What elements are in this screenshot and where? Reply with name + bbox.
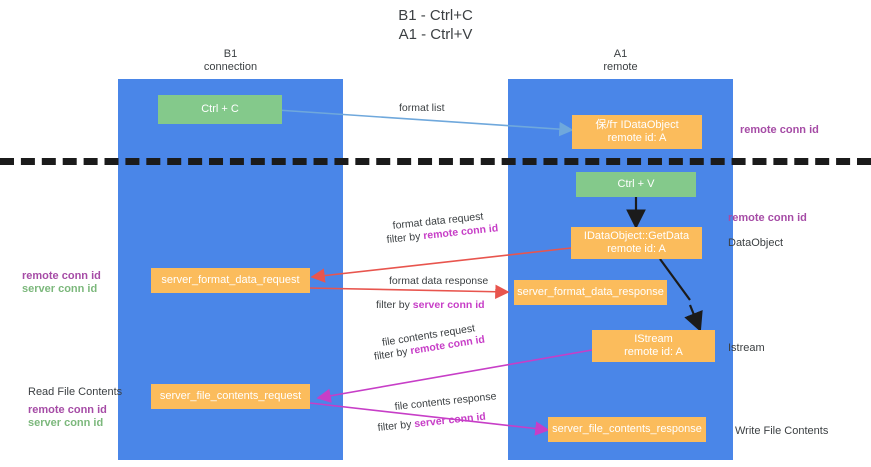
side-label-left-server-conn-id: server conn id [22, 283, 98, 295]
node-getdata-line2: remote id: A [607, 243, 666, 255]
node-ctrl-v[interactable]: Ctrl + V [576, 172, 696, 197]
node-server-file-contents-response[interactable]: server_file_contents_response [548, 417, 706, 442]
node-idataobject-line2: remote id: A [607, 132, 667, 144]
node-istream-line1: IStream [634, 333, 673, 345]
side-label-read-file-contents: Read File Contents [28, 386, 123, 398]
node-idataobject[interactable]: 保/fт IDataObject remote id: A [572, 115, 702, 149]
side-label-istream: Istream [728, 342, 765, 354]
column-header-b1-name: B1 [223, 48, 238, 60]
side-label-write-file-contents: Write File Contents [735, 425, 829, 437]
node-ctrl-c-label: Ctrl + C [201, 103, 239, 115]
phase-divider [0, 158, 871, 165]
column-header-b1: B1 connection [118, 48, 343, 74]
filter-key-server-conn-id-1: server conn id [412, 299, 485, 311]
edge-label-format-data-response-filter: filter by server conn id [376, 298, 485, 312]
filter-prefix-2: filter by [376, 299, 413, 311]
column-header-a1-sub: remote [603, 61, 638, 73]
node-istream[interactable]: IStream remote id: A [592, 330, 715, 362]
node-idataobject-getdata[interactable]: IDataObject::GetData remote id: A [571, 227, 702, 259]
filter-key-server-conn-id-2: server conn id [413, 410, 487, 431]
side-label-remote-conn-id-mid: remote conn id [728, 212, 807, 224]
edge-label-format-list: format list [399, 102, 445, 114]
side-label-left-server-conn-id-2: server conn id [28, 417, 104, 429]
node-idataobject-line1: 保/fт IDataObject [595, 119, 679, 131]
node-server-file-contents-request[interactable]: server_file_contents_request [151, 384, 310, 409]
side-label-left-remote-conn-id: remote conn id [22, 270, 101, 282]
title-line-1: B1 - Ctrl+C [398, 7, 473, 24]
node-server-format-data-response-label: server_format_data_response [517, 286, 664, 298]
side-label-remote-conn-id-top: remote conn id [740, 124, 819, 136]
filter-prefix-1: filter by [386, 230, 424, 246]
node-ctrl-c[interactable]: Ctrl + C [158, 95, 282, 124]
node-istream-line2: remote id: A [624, 346, 683, 358]
side-label-dataobject: DataObject [728, 237, 784, 249]
node-ctrl-v-label: Ctrl + V [617, 178, 655, 190]
node-server-format-data-request[interactable]: server_format_data_request [151, 268, 310, 293]
edge-label-file-contents-response-filter: filter by server conn id [377, 410, 486, 435]
page-title: B1 - Ctrl+C A1 - Ctrl+V [0, 6, 871, 44]
node-server-format-data-response[interactable]: server_format_data_response [514, 280, 667, 305]
node-getdata-line1: IDataObject::GetData [583, 230, 690, 242]
filter-prefix-4: filter by [377, 418, 415, 434]
title-line-2: A1 - Ctrl+V [398, 26, 473, 43]
edge-label-format-data-response: format data response [389, 275, 489, 287]
column-header-a1-name: A1 [613, 48, 628, 60]
column-header-a1: A1 remote [508, 48, 733, 74]
node-server-file-contents-response-label: server_file_contents_response [552, 423, 702, 435]
side-label-left-remote-conn-id-2: remote conn id [28, 404, 107, 416]
filter-prefix-3: filter by [373, 345, 412, 363]
node-server-format-data-request-label: server_format_data_request [161, 274, 300, 286]
node-server-file-contents-request-label: server_file_contents_request [159, 390, 302, 402]
column-header-b1-sub: connection [203, 61, 258, 73]
